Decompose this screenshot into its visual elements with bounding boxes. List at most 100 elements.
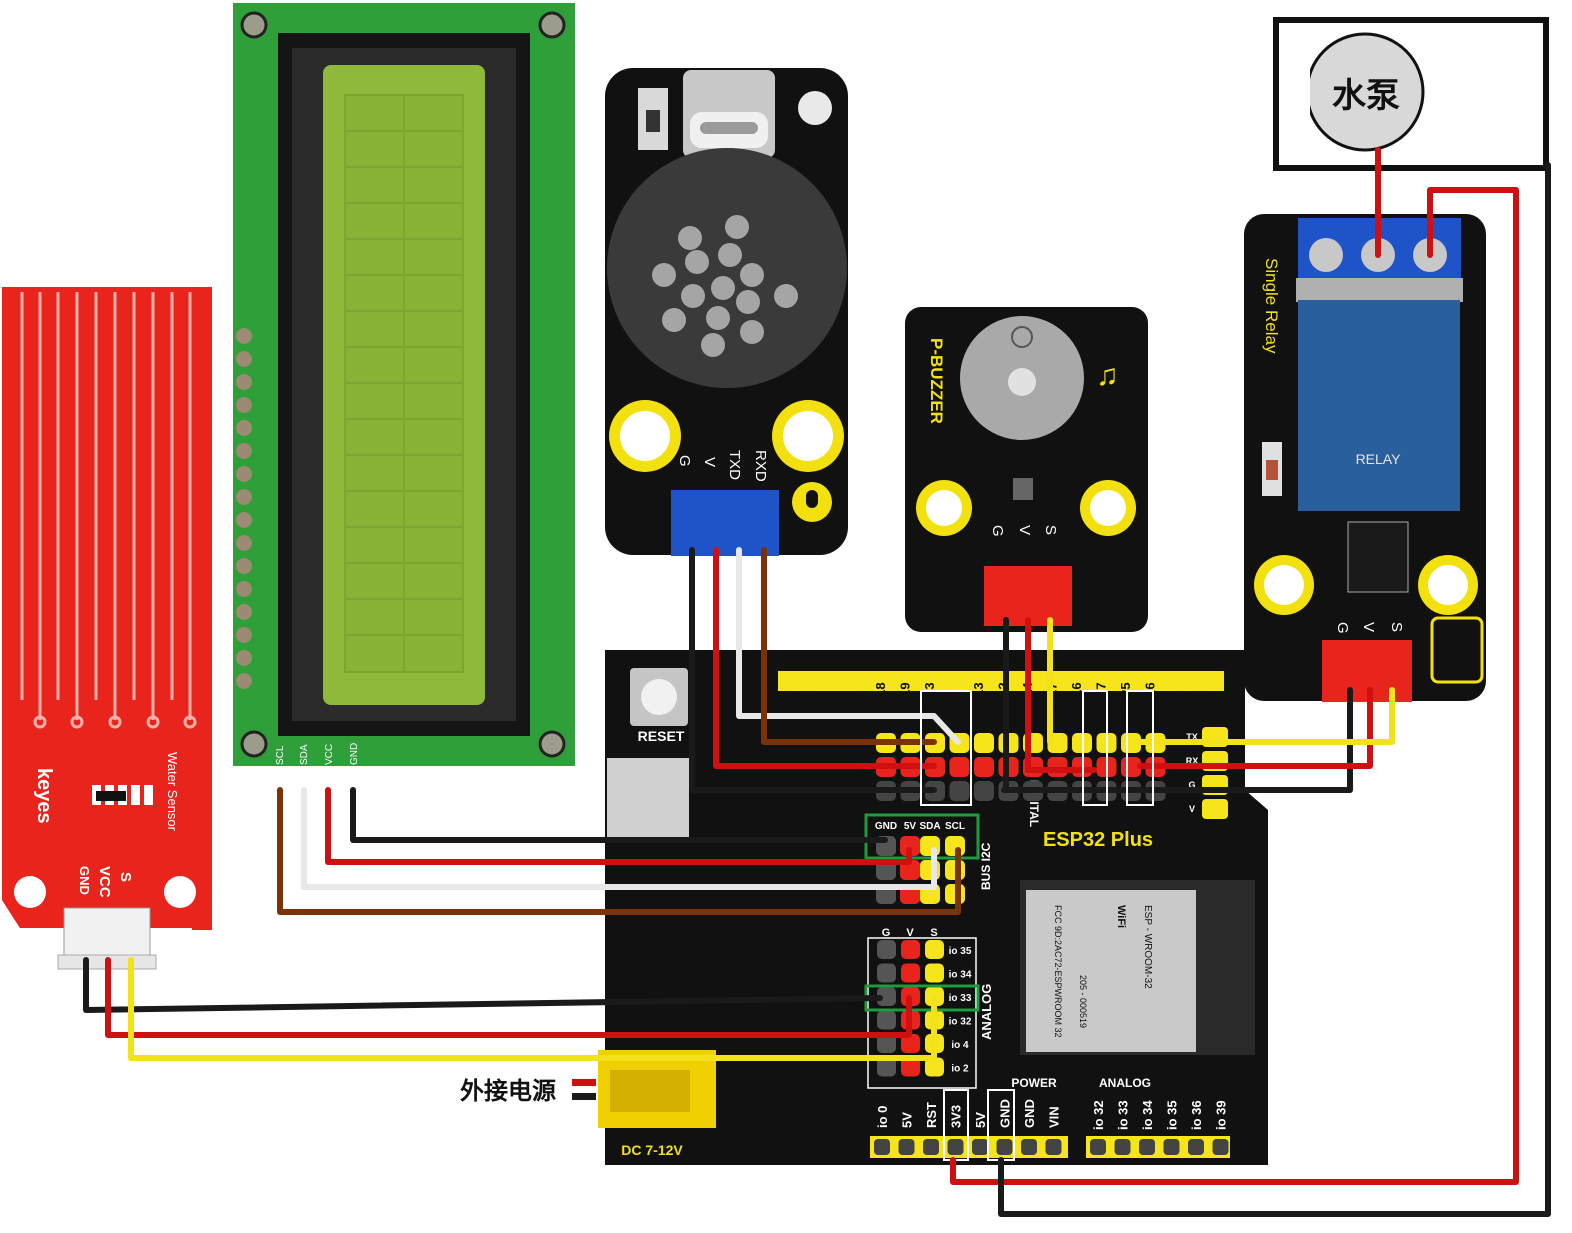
analog-pin[interactable] bbox=[925, 1057, 944, 1077]
i2c-highlight bbox=[864, 813, 980, 860]
relay-pin-v: V bbox=[1360, 622, 1377, 632]
buzzer-module: P-BUZZER ♫ G V S bbox=[905, 307, 1148, 632]
mount-hole bbox=[240, 11, 268, 39]
analog-bottom-pin[interactable] bbox=[1139, 1139, 1155, 1155]
header-pin[interactable] bbox=[949, 757, 970, 777]
lcd-side-pad bbox=[236, 535, 252, 551]
wire-water-vcc bbox=[105, 957, 912, 1038]
top-header-label: io 17 bbox=[1094, 682, 1109, 712]
power-pin[interactable] bbox=[947, 1139, 964, 1155]
uart-label: V bbox=[1189, 804, 1195, 814]
power-pin[interactable] bbox=[1045, 1139, 1062, 1155]
power-pin[interactable] bbox=[874, 1139, 890, 1155]
top-header-label: io 19 bbox=[898, 682, 913, 712]
top-header-label: V bbox=[824, 703, 839, 712]
water-sensor-module: Water Sensor keyes S VCC GND bbox=[2, 287, 212, 970]
sound-pin-txd: TXD bbox=[726, 450, 743, 480]
analog-pin[interactable] bbox=[925, 940, 944, 959]
lcd-side-pad bbox=[236, 627, 252, 643]
ext-power-label: 外接电源 bbox=[460, 1077, 556, 1105]
dc-label: DC 7-12V bbox=[621, 1142, 683, 1158]
analog-pin[interactable] bbox=[901, 963, 920, 983]
wire-gnd-pump bbox=[998, 162, 1551, 1217]
header-pin[interactable] bbox=[974, 733, 994, 753]
analog-pin[interactable] bbox=[877, 940, 896, 959]
lcd-side-pins bbox=[234, 328, 254, 688]
uart-label: TX bbox=[1186, 732, 1198, 742]
uart-label: G bbox=[1188, 780, 1195, 790]
lcd-side-pad bbox=[236, 581, 252, 597]
header-pin[interactable] bbox=[949, 781, 970, 801]
sound-pin-v: V bbox=[701, 457, 718, 467]
uart-label: RX bbox=[1186, 756, 1199, 766]
analog-pin[interactable] bbox=[877, 1034, 896, 1053]
power-pin[interactable] bbox=[972, 1139, 988, 1155]
sound-pin-g: G bbox=[676, 455, 693, 467]
speaker-grille bbox=[652, 215, 798, 357]
analog-bottom-pin-label: io 33 bbox=[1116, 1100, 1131, 1130]
analog-bottom-pin-label: io 35 bbox=[1165, 1100, 1180, 1130]
relay-pin-s: S bbox=[1388, 622, 1405, 632]
analog-pin[interactable] bbox=[877, 987, 896, 1006]
header-pin[interactable] bbox=[974, 757, 994, 777]
buzzer-pin-v: V bbox=[1016, 525, 1033, 535]
module-line-2: FCC 9D:2AC72-ESPWROOM 32 bbox=[1053, 905, 1063, 1038]
power-pin[interactable] bbox=[898, 1139, 915, 1155]
lcd-side-pad bbox=[236, 650, 252, 666]
water-sensor-pin-s: S bbox=[117, 872, 134, 882]
analog-pin[interactable] bbox=[901, 940, 920, 959]
analog-col-label: V bbox=[906, 927, 914, 939]
analog-pin[interactable] bbox=[877, 1010, 896, 1030]
power-pin[interactable] bbox=[996, 1139, 1013, 1155]
analog-pin[interactable] bbox=[901, 1057, 920, 1077]
lcd-side-pad bbox=[236, 466, 252, 482]
analog-pin[interactable] bbox=[901, 1034, 920, 1053]
mount-hole bbox=[164, 876, 196, 908]
bus-i2c-label: BUS I2C bbox=[979, 842, 993, 890]
wire-relay-v bbox=[1137, 687, 1373, 769]
wire-relay-s bbox=[1137, 687, 1395, 745]
top-header-label: CL bbox=[775, 695, 790, 712]
relay-module: RELAY Single Relay G V S bbox=[1244, 214, 1486, 702]
lcd-side-pad bbox=[236, 558, 252, 574]
sound-module-connector bbox=[671, 490, 779, 556]
analog-pin[interactable] bbox=[877, 1057, 896, 1077]
analog-bottom-pin[interactable] bbox=[1090, 1139, 1106, 1155]
wire-sound-v bbox=[713, 547, 937, 769]
power-pin-label: 5V bbox=[973, 1112, 988, 1128]
water-sensor-pads bbox=[92, 785, 153, 805]
relay-title: Single Relay bbox=[1262, 258, 1281, 354]
analog-bottom-pin[interactable] bbox=[1114, 1139, 1131, 1155]
analog-pin[interactable] bbox=[877, 963, 896, 983]
power-pin-label: 3V3 bbox=[949, 1105, 964, 1128]
wires bbox=[83, 147, 1551, 1217]
mount-hole bbox=[538, 730, 566, 758]
water-sensor-pin-vcc: VCC bbox=[96, 866, 113, 898]
water-sensor-connector bbox=[63, 907, 151, 959]
analog-bottom-pin[interactable] bbox=[1188, 1139, 1204, 1155]
analog-pin[interactable] bbox=[925, 963, 944, 983]
module-line-3: 205 - 000519 bbox=[1078, 975, 1088, 1028]
power-pin-label: io 0 bbox=[875, 1106, 890, 1128]
buzzer-connector bbox=[984, 566, 1072, 626]
analog-io-label: io 2 bbox=[951, 1064, 969, 1075]
lcd-char-grid bbox=[344, 94, 464, 673]
pump-label: 水泵 bbox=[1332, 77, 1400, 115]
i2c-pin[interactable] bbox=[900, 836, 920, 856]
analog-bottom-pin[interactable] bbox=[1163, 1139, 1180, 1155]
wire-sound-g bbox=[689, 547, 937, 793]
lcd-side-pad bbox=[236, 512, 252, 528]
lcd-pin-gnd: GND bbox=[349, 743, 360, 765]
power-pin[interactable] bbox=[923, 1139, 939, 1155]
power-pin[interactable] bbox=[1021, 1139, 1037, 1155]
power-pin-label: 5V bbox=[900, 1112, 915, 1128]
analog-bottom-pin[interactable] bbox=[1212, 1139, 1229, 1155]
power-pin-label: GND bbox=[1022, 1099, 1037, 1128]
header-pin[interactable] bbox=[974, 781, 994, 801]
top-header-label: io 26 bbox=[1143, 682, 1158, 712]
analog-col-label: G bbox=[882, 927, 891, 939]
lcd-pin-scl: SCL bbox=[275, 745, 286, 765]
analog-io-label: io 34 bbox=[949, 970, 972, 981]
